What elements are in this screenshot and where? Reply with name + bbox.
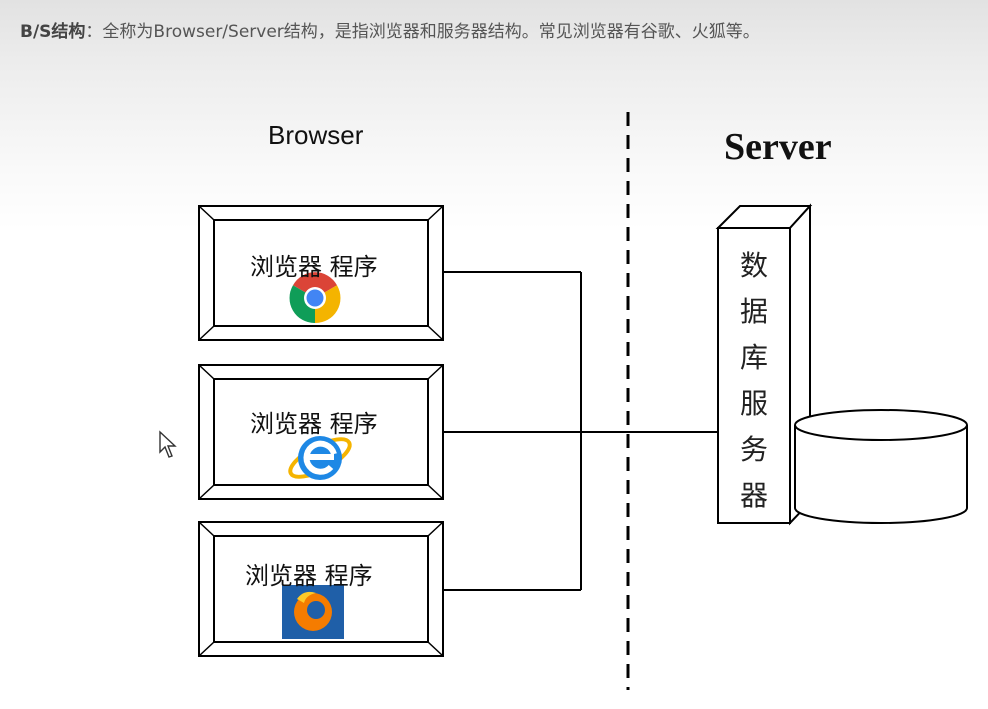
client-3-label: 浏览器 程序	[245, 562, 373, 590]
header-text: ：全称为Browser/Server结构，是指浏览器和服务器结构。常见浏览器有谷…	[85, 22, 760, 42]
client-2-label: 浏览器 程序	[250, 410, 378, 438]
chrome-icon	[289, 272, 341, 324]
database-server-label: 数 据 库 服 务 器	[736, 243, 772, 519]
server-title: Server	[724, 126, 832, 168]
db-char: 数	[739, 249, 768, 282]
db-char: 服	[739, 387, 768, 420]
client-1-label: 浏览器 程序	[250, 253, 378, 281]
mouse-cursor-icon	[159, 430, 177, 458]
db-char: 务	[739, 433, 768, 466]
db-char: 库	[739, 341, 768, 374]
db-char: 器	[739, 479, 768, 512]
header-term: B/S结构	[20, 22, 86, 42]
database-cylinder-icon	[794, 409, 968, 524]
connection-lines	[443, 271, 718, 591]
firefox-icon	[282, 585, 344, 639]
browser-title: Browser	[268, 120, 364, 150]
ie-icon	[288, 436, 352, 480]
header-caption: B/S结构：全称为Browser/Server结构，是指浏览器和服务器结构。常见…	[20, 17, 760, 42]
db-char: 据	[739, 295, 768, 328]
